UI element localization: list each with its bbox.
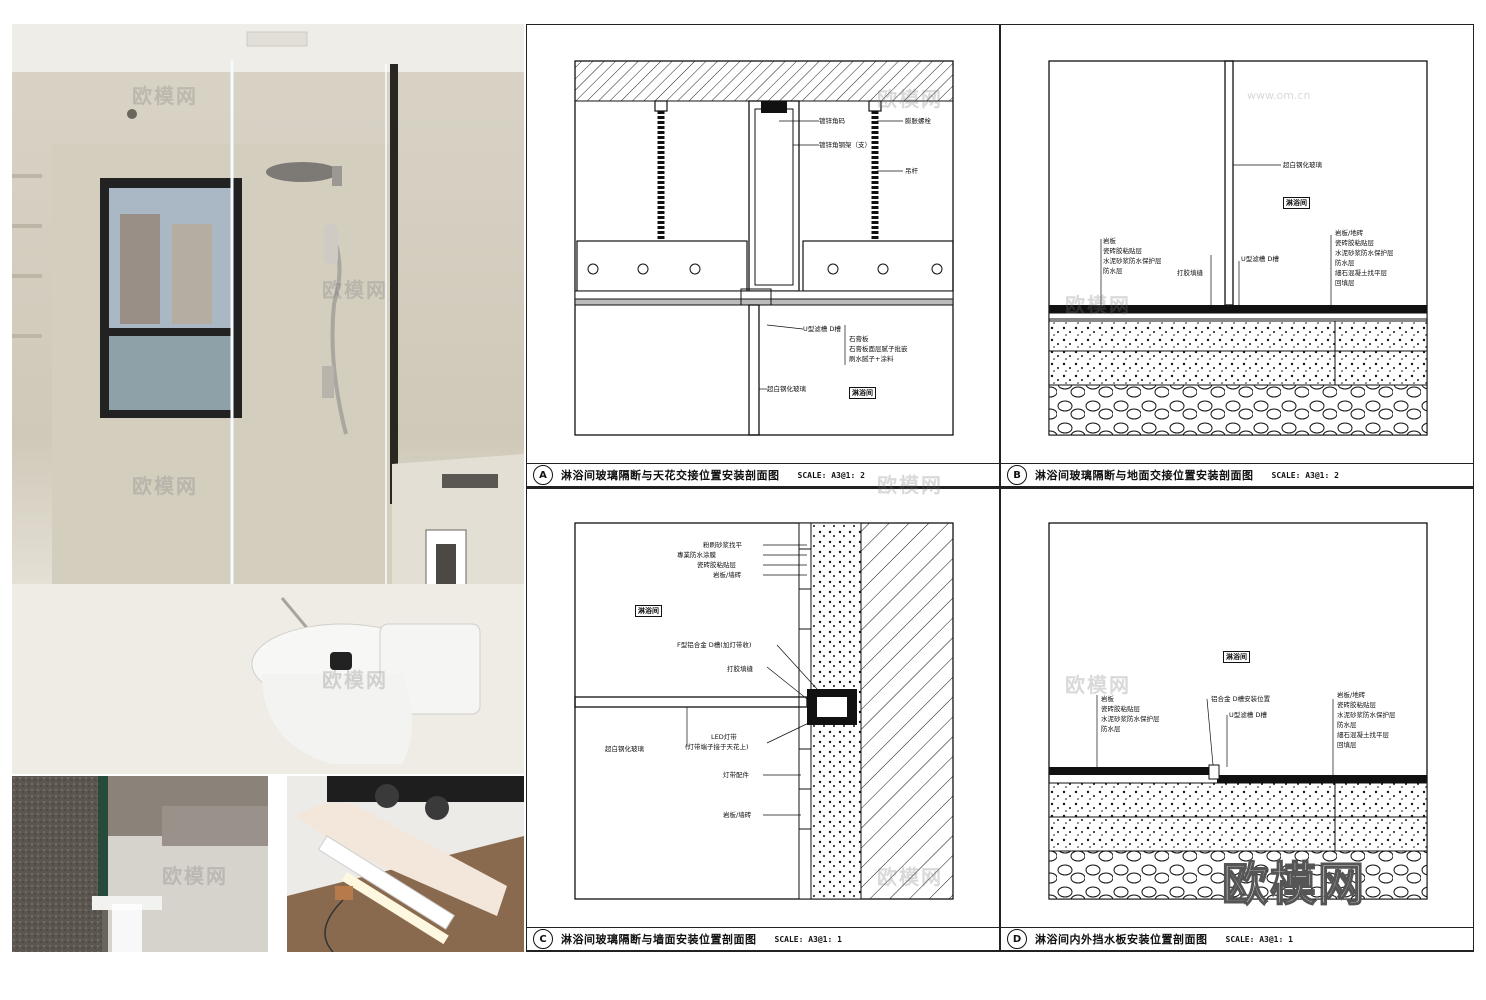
note-label: 水泥砂浆防水保护层	[1337, 711, 1396, 719]
note-label: 瓷砖胶粘贴层	[1335, 239, 1374, 247]
note-label: 岩板/地砖	[1335, 229, 1364, 237]
note-label: 超白钢化玻璃	[1283, 161, 1322, 169]
note-label: 打胶填缝	[1177, 269, 1203, 277]
panel-c-wall-section: 粉刷砂浆找平 專業防水涂膜 瓷砖胶粘贴层 岩板/墙砖 淋浴间 F型铝合金 D槽(…	[527, 489, 999, 951]
sheet-horizontal-divider	[527, 487, 1473, 489]
note-label: 岩板/地砖	[1337, 691, 1366, 699]
note-label: 瓷砖胶粘贴层	[1101, 705, 1140, 713]
panel-scale: SCALE: A3@1: 2	[797, 470, 865, 480]
note-label: 吊杆	[905, 167, 918, 175]
note-label: U型滤槽 D槽	[803, 325, 841, 333]
note-label: 超白钢化玻璃	[767, 385, 806, 393]
note-label: 專業防水涂膜	[677, 551, 716, 559]
panel-d-threshold-section: 淋浴间 岩板 瓷砖胶粘贴层 水泥砂浆防水保护层 防水层 铝合金 D槽安装位置 U…	[1001, 489, 1473, 951]
panel-title: 淋浴间玻璃隔断与天花交接位置安装剖面图	[561, 469, 780, 482]
room-tag: 淋浴间	[1223, 651, 1250, 663]
note-label: 瓷砖胶粘贴层	[1103, 247, 1142, 255]
note-label: 岩板	[1101, 695, 1114, 703]
note-label: 石膏板面层腻子批嵌	[849, 345, 908, 353]
bathroom-photo-drawing	[12, 24, 524, 774]
note-label: 瓷砖胶粘贴层	[1337, 701, 1376, 709]
note-label: 防水层	[1337, 721, 1357, 729]
note-label: 回填层	[1337, 741, 1357, 749]
led-strip-drawing	[287, 776, 524, 952]
panel-b-titlebar: B 淋浴间玻璃隔断与地面交接位置安装剖面图 SCALE: A3@1: 2	[1001, 463, 1473, 487]
note-label: 防水层	[1335, 259, 1355, 267]
panel-d-titlebar: D 淋浴间内外挡水板安装位置剖面图 SCALE: A3@1: 1	[1001, 927, 1473, 951]
note-label: 回填层	[1335, 279, 1355, 287]
note-label: 镀锌角码	[819, 117, 845, 125]
panel-scale: SCALE: A3@1: 2	[1271, 470, 1339, 480]
note-label: 打胶填缝	[727, 665, 753, 673]
room-tag: 淋浴间	[635, 605, 662, 617]
note-label: 铝合金 D槽安装位置	[1211, 695, 1271, 703]
note-label: 防水层	[1103, 267, 1123, 275]
panel-a-drawing	[574, 60, 954, 436]
note-label: 粉刷砂浆找平	[703, 541, 742, 549]
room-tag: 淋浴间	[849, 387, 876, 399]
section-badge: A	[533, 465, 553, 485]
note-label: 岩板/墙砖	[713, 571, 742, 579]
construction-drawing-sheet: 镀锌角码 镀锌角钢架（支） 吊杆 膨胀螺栓 U型滤槽 D槽 石膏板 石膏板面层腻…	[526, 24, 1474, 952]
room-tag: 淋浴间	[1283, 197, 1310, 209]
note-label: 岩板/墙砖	[723, 811, 752, 819]
panel-title: 淋浴间玻璃隔断与地面交接位置安装剖面图	[1035, 469, 1254, 482]
section-badge: C	[533, 929, 553, 949]
note-label: 灯带配件	[723, 771, 749, 779]
note-label: 岩板	[1103, 237, 1116, 245]
note-label: (灯带端子接于天花上)	[685, 743, 749, 751]
note-label: 水泥砂浆防水保护层	[1335, 249, 1394, 257]
panel-scale: SCALE: A3@1: 1	[1225, 934, 1293, 944]
led-strip-photo	[287, 776, 524, 952]
note-label: LED灯带	[711, 733, 737, 741]
note-label: 水泥砂浆防水保护层	[1103, 257, 1162, 265]
panel-d-drawing	[1048, 522, 1428, 900]
panel-c-drawing	[574, 522, 954, 900]
note-label: 防水层	[1101, 725, 1121, 733]
panel-title: 淋浴间内外挡水板安装位置剖面图	[1035, 933, 1208, 946]
note-label: 镀锌角钢架（支）	[819, 141, 871, 149]
glass-channel-drawing	[12, 776, 268, 952]
note-label: 石膏板	[849, 335, 869, 343]
note-label: 刷水腻子+涂料	[849, 355, 894, 363]
note-label: U型滤槽 D槽	[1241, 255, 1279, 263]
note-label: F型铝合金 D槽(加灯带收)	[677, 641, 752, 649]
panel-a-titlebar: A 淋浴间玻璃隔断与天花交接位置安装剖面图 SCALE: A3@1: 2	[527, 463, 999, 487]
panel-title: 淋浴间玻璃隔断与墙面安装位置剖面图	[561, 933, 757, 946]
glass-channel-photo: 欧模网	[12, 776, 268, 952]
panel-a-ceiling-section: 镀锌角码 镀锌角钢架（支） 吊杆 膨胀螺栓 U型滤槽 D槽 石膏板 石膏板面层腻…	[527, 25, 999, 487]
note-label: 水泥砂浆防水保护层	[1101, 715, 1160, 723]
note-label: 超白钢化玻璃	[605, 745, 644, 753]
section-badge: B	[1007, 465, 1027, 485]
note-label: U型滤槽 D槽	[1229, 711, 1267, 719]
section-badge: D	[1007, 929, 1027, 949]
panel-scale: SCALE: A3@1: 1	[774, 934, 842, 944]
panel-b-floor-section: 超白钢化玻璃 淋浴间 岩板 瓷砖胶粘贴层 水泥砂浆防水保护层 防水层 打胶填缝 …	[1001, 25, 1473, 487]
panel-c-titlebar: C 淋浴间玻璃隔断与墙面安装位置剖面图 SCALE: A3@1: 1	[527, 927, 999, 951]
note-label: 細石混凝土找平层	[1335, 269, 1387, 277]
note-label: 瓷砖胶粘贴层	[697, 561, 736, 569]
note-label: 細石混凝土找平层	[1337, 731, 1389, 739]
note-label: 膨胀螺栓	[905, 117, 931, 125]
bathroom-photo: 欧模网 欧模网 欧模网 欧模网	[12, 24, 524, 774]
panel-b-drawing	[1048, 60, 1428, 436]
